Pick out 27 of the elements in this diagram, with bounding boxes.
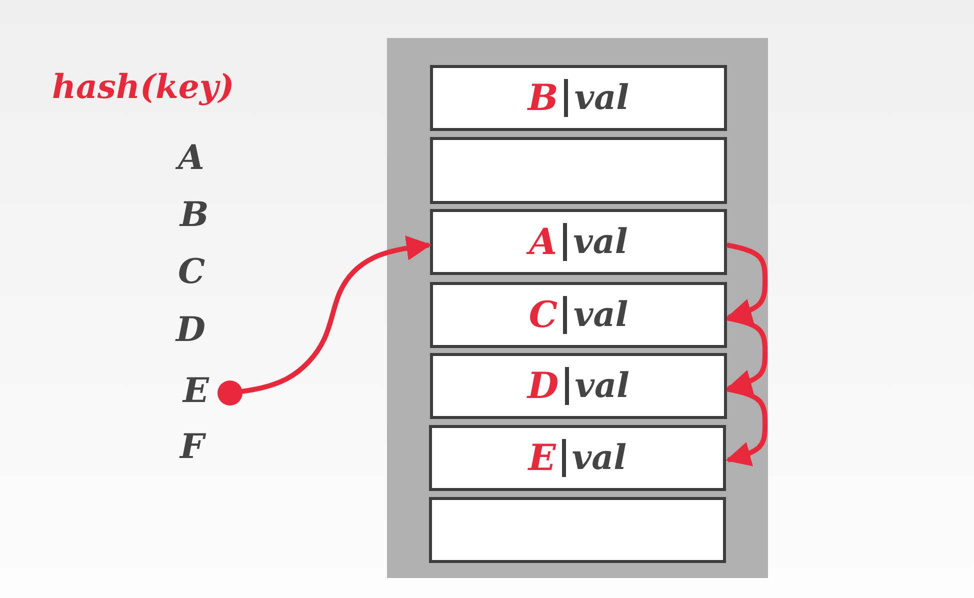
hash-slot — [429, 497, 726, 563]
hash-slot — [429, 425, 726, 491]
slot-value: val — [573, 298, 628, 332]
slot-value: val — [574, 369, 630, 403]
slot-key: E — [528, 440, 556, 476]
slot-key: C — [528, 297, 558, 333]
key-label: C — [178, 255, 206, 289]
slot-key: B — [528, 80, 558, 116]
arrow — [218, 236, 432, 406]
table-background — [387, 38, 768, 578]
slot-key: D — [528, 368, 559, 404]
slot-value: val — [574, 81, 630, 115]
hash-slot — [430, 137, 727, 204]
hash-function-label: hash(key) — [52, 70, 234, 103]
key-label: F — [180, 430, 204, 464]
hash-slot — [430, 282, 727, 348]
slot-value: val — [573, 225, 628, 259]
hash-slot — [430, 209, 727, 275]
arrow — [726, 316, 768, 394]
key-label: E — [176, 370, 216, 412]
arrow — [726, 386, 768, 466]
hash-slot — [430, 65, 727, 131]
arrow — [726, 242, 768, 324]
key-label: B — [180, 198, 209, 232]
key-label: D — [176, 313, 206, 347]
slot-value: val — [572, 441, 627, 475]
hash-slot — [430, 353, 727, 419]
